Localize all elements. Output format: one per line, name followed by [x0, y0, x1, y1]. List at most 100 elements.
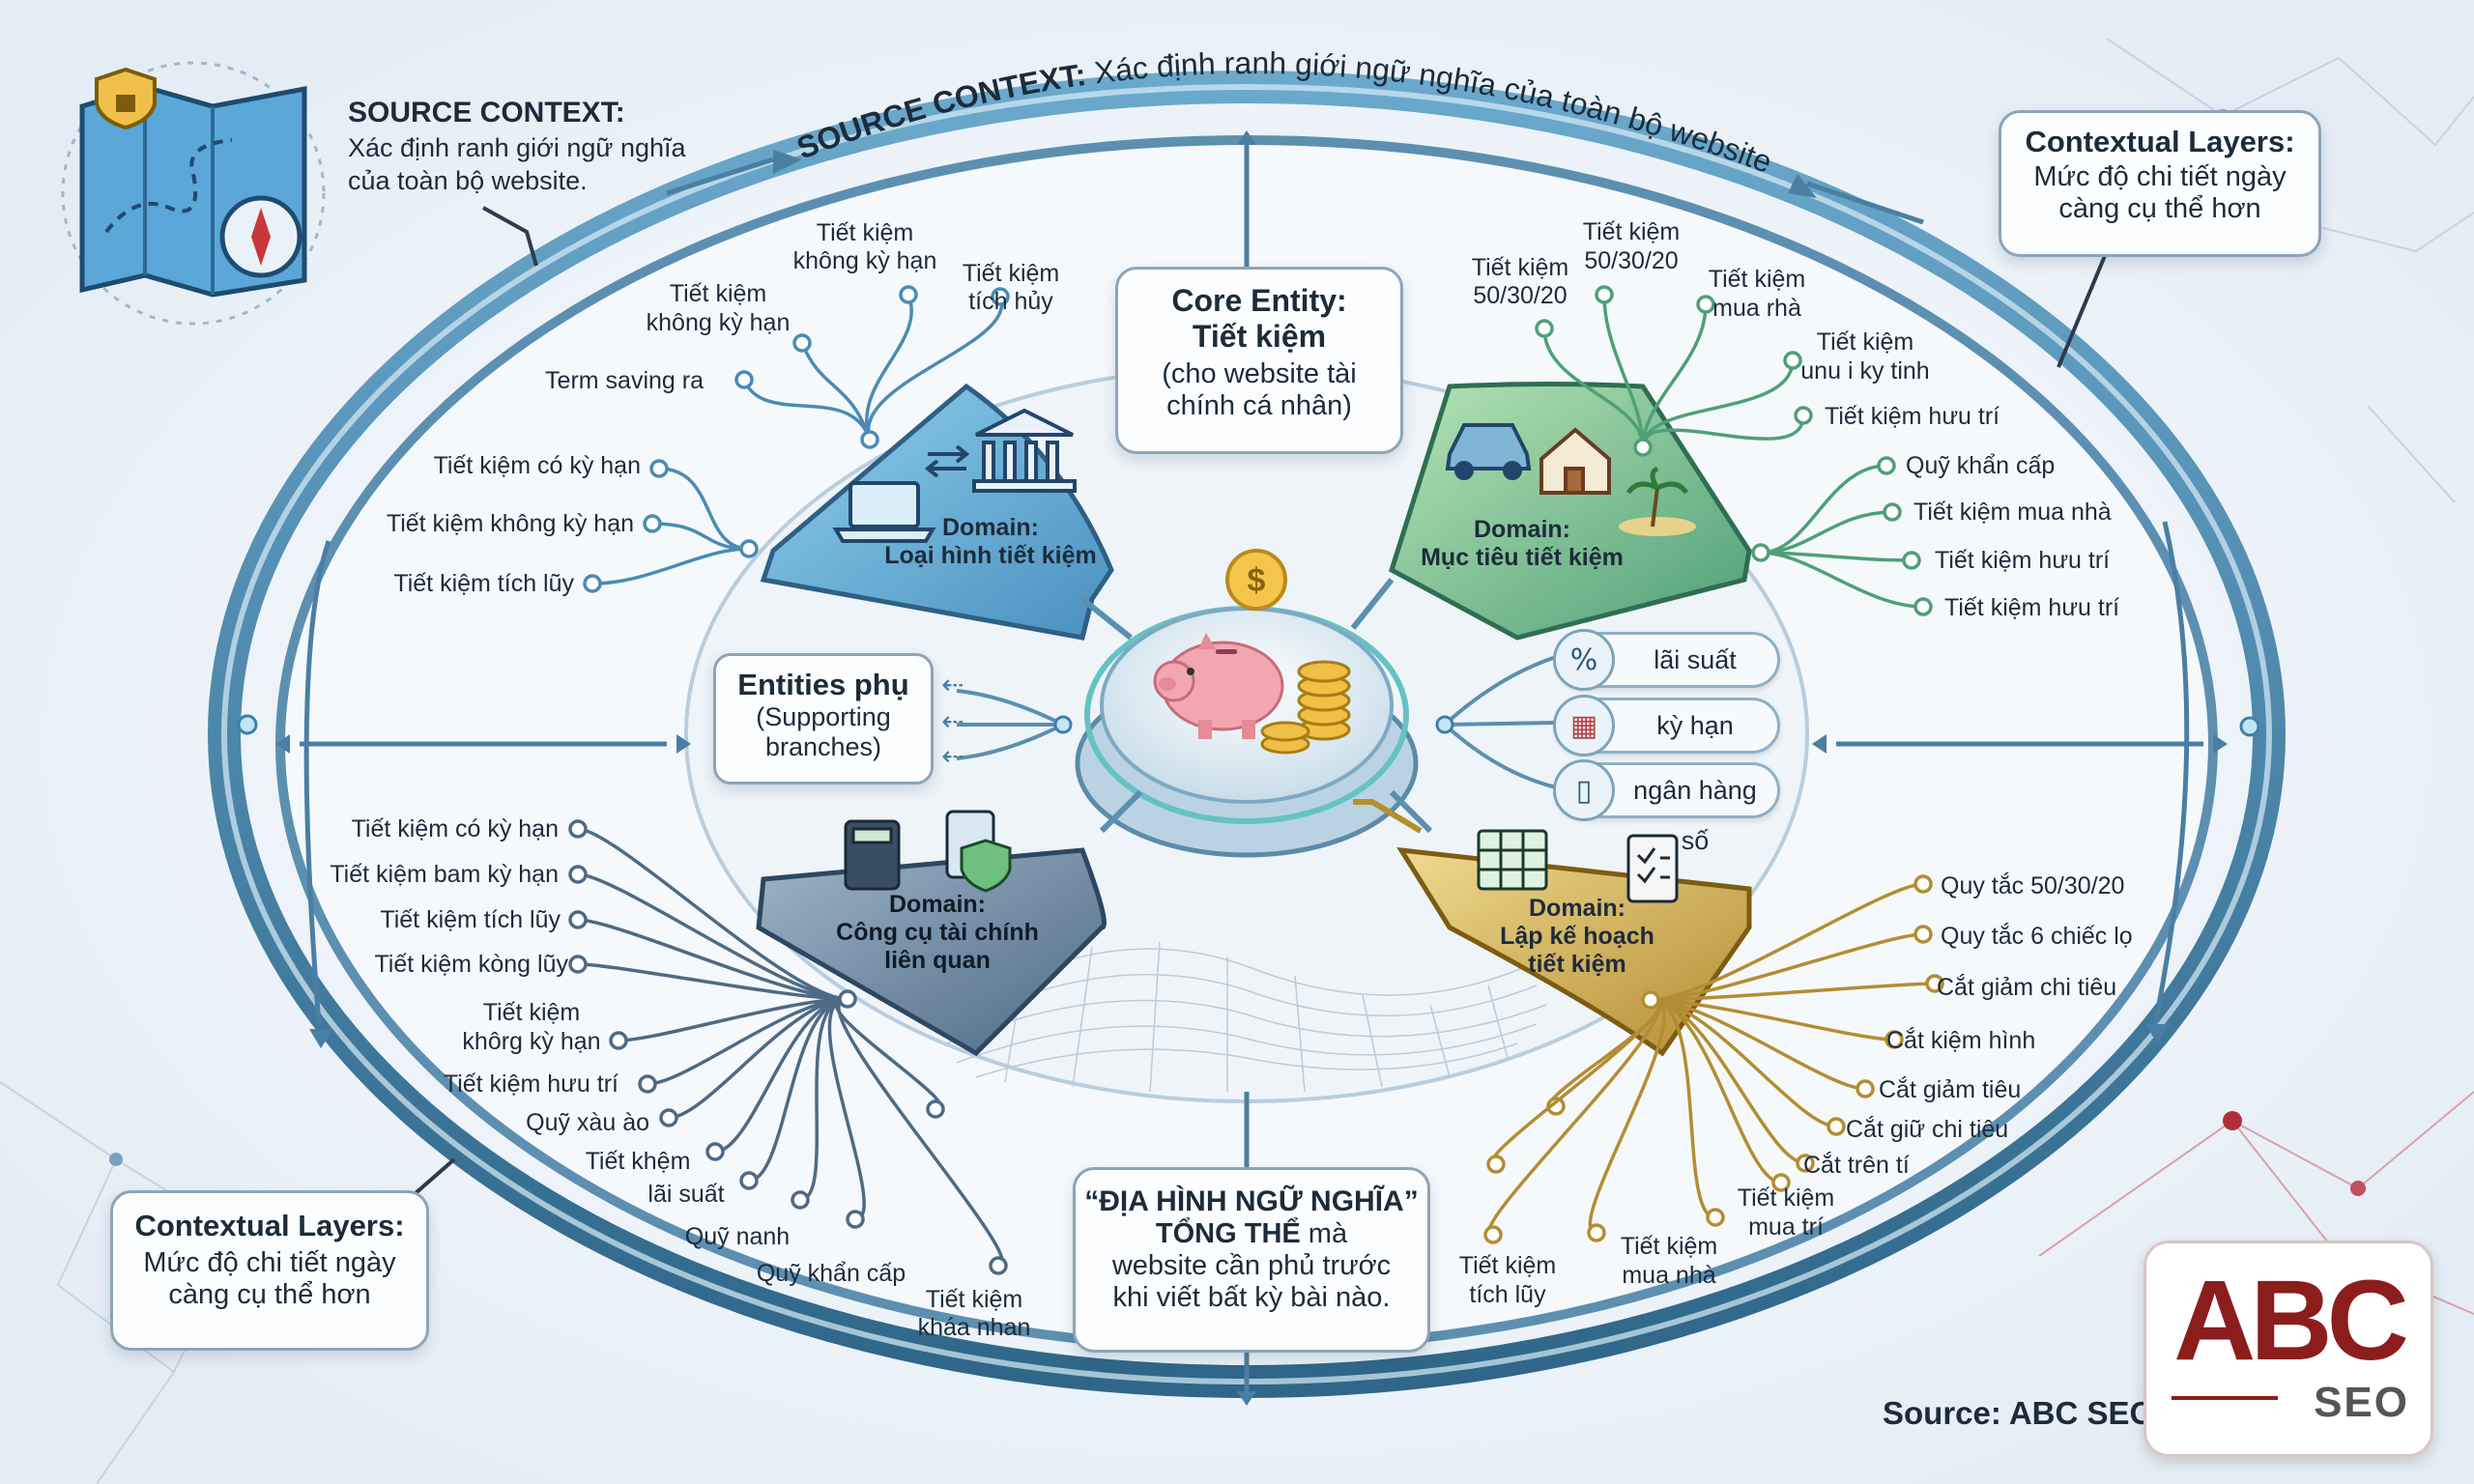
branch-node [643, 514, 662, 533]
branch-label: Tiết kiệm hưu trí [1944, 594, 2119, 621]
branch-node [1902, 551, 1921, 570]
branch-label: Cắt trên tí [1803, 1151, 1910, 1179]
domain-lap-ke-hoach-label: Domain: Lập kế hoạch tiết kiệm [1461, 895, 1693, 979]
branch-line [1641, 414, 1805, 448]
ring-node [237, 714, 258, 735]
branch-node [734, 370, 754, 389]
branch-node [1913, 925, 1933, 944]
arrow-left-icon: ⇠ [941, 705, 964, 737]
branch-label: Tiết kiệm mua nhà [1913, 499, 2112, 526]
source-credit-label: Source: [1883, 1395, 2001, 1431]
core-entity-callout: Core Entity: Tiết kiệm (cho website tài … [1115, 267, 1403, 454]
branch-node [791, 1190, 810, 1210]
core-entity-desc: chính cá nhân) [1166, 390, 1352, 421]
branch-label: Tiết kiệm hưu trí [1935, 547, 2110, 574]
bottom-note-line: TỔNG THỂ mà [1076, 1218, 1427, 1250]
branch-line [1760, 510, 1893, 555]
branch-node [583, 574, 602, 593]
branch-node [1633, 438, 1653, 457]
piggy-bank-icon [1153, 633, 1284, 739]
branch-line [1650, 932, 1924, 1002]
branch-line [1650, 998, 1716, 1219]
branch-node [739, 539, 759, 558]
branch-node [609, 1031, 628, 1050]
branch-label: Tiết kiệm tích lũy [393, 570, 574, 597]
bottom-note-line: khi viết bất kỳ bài nào. [1112, 1282, 1391, 1313]
branch-label: Tiết kiệm [1738, 1184, 1834, 1212]
bank-icon [972, 408, 1077, 493]
branch-node [705, 1142, 725, 1161]
transfer-arrows-icon [924, 444, 970, 478]
branch-label: Quỹ khẩn cấp [757, 1260, 906, 1287]
branch-line [577, 827, 849, 1001]
source-credit-value: ABC SEO [2008, 1395, 2155, 1431]
branch-label: Quỹ xàu ào [526, 1109, 649, 1136]
branch-label: Tiết kiệm [670, 280, 766, 307]
branch-label: Cắt kiệm hình [1886, 1026, 2035, 1054]
branch-node [1856, 1079, 1875, 1099]
tablet-shield-icon [945, 810, 1012, 893]
contextual-layers-line: Mức độ chi tiết ngày [143, 1247, 396, 1278]
contextual-layers-title: Contextual Layers: [134, 1209, 405, 1242]
branch-line [1542, 328, 1645, 448]
branch-node [1771, 1173, 1791, 1192]
domain-label-prefix: Domain: [1529, 895, 1625, 922]
source-context-title: SOURCE CONTEXT: [348, 97, 625, 128]
domain-label-name: Mục tiêu tiết kiệm [1421, 544, 1624, 571]
branch-node [1783, 351, 1802, 370]
branch-label: Tiết kiệm [1459, 1252, 1556, 1279]
branch-line [1650, 998, 1895, 1042]
domain-label-prefix: Domain: [1474, 516, 1570, 543]
branch-line [1650, 998, 1866, 1091]
branch-node [1751, 543, 1770, 562]
laptop-icon [832, 481, 936, 543]
branch-line [1650, 882, 1924, 1002]
branch-node [1706, 1208, 1725, 1227]
branch-label: lãi suất [647, 1181, 724, 1208]
core-entity-title: Core Entity: [1171, 283, 1347, 318]
branch-label: Tiết kiệm [483, 999, 580, 1026]
layers-top-pointer [2057, 250, 2109, 368]
bottom-note-title: “ĐỊA HÌNH NGỮ NGHĨA” [1084, 1185, 1419, 1217]
branch-line [1650, 998, 1837, 1128]
house-icon [1539, 427, 1611, 495]
branch-line [618, 997, 849, 1042]
branch-label: không kỳ hạn [647, 309, 791, 336]
calculator-icon [844, 819, 901, 891]
branch-label: tích lũy [1469, 1281, 1546, 1308]
network-node [109, 1153, 123, 1166]
branch-line [647, 997, 849, 1086]
source-context-desc-2: của toàn bộ website. [348, 166, 588, 195]
branch-node [659, 1108, 678, 1127]
supporting-pill-ky-han: ▦ kỳ hạn [1553, 695, 1780, 756]
branch-node [1794, 406, 1813, 425]
branch-line [800, 342, 872, 441]
branch-node [989, 1256, 1008, 1275]
branch-line [1650, 998, 1782, 1184]
pill-label: ngân hàng số [1633, 776, 1757, 855]
supporting-pill-ngan-hang-so: ▯ ngân hàng số [1553, 759, 1780, 855]
branch-label: Tiết kiệm [1817, 328, 1913, 356]
branch-line [799, 997, 849, 1202]
network-node [2350, 1181, 2366, 1196]
supporting-connectors [956, 655, 1557, 789]
branch-line [591, 547, 750, 585]
branch-line [748, 997, 849, 1183]
branch-label: Tiết kiệm có kỳ hạn [434, 452, 641, 479]
branch-label: Quỹ khẩn cấp [1906, 452, 2055, 479]
branch-label: mua trí [1748, 1213, 1824, 1241]
branch-node [1486, 1155, 1506, 1174]
branch-node [1483, 1225, 1503, 1244]
branch-line [577, 872, 849, 1001]
branch-line [1641, 359, 1795, 448]
phone-icon: ▯ [1553, 759, 1615, 821]
branch-label: Tiết kiệm tích lũy [380, 906, 561, 933]
calendar-icon: ▦ [1553, 695, 1615, 756]
branch-node [638, 1074, 657, 1094]
branch-line [1588, 998, 1666, 1235]
coin-stack-icon [1260, 660, 1351, 755]
branch-line [1760, 551, 1924, 609]
branch-label: tích hủy [968, 288, 1053, 315]
contextual-layers-title: Contextual Layers: [2025, 125, 2295, 158]
branch-label: Tiết khệm [586, 1148, 691, 1175]
